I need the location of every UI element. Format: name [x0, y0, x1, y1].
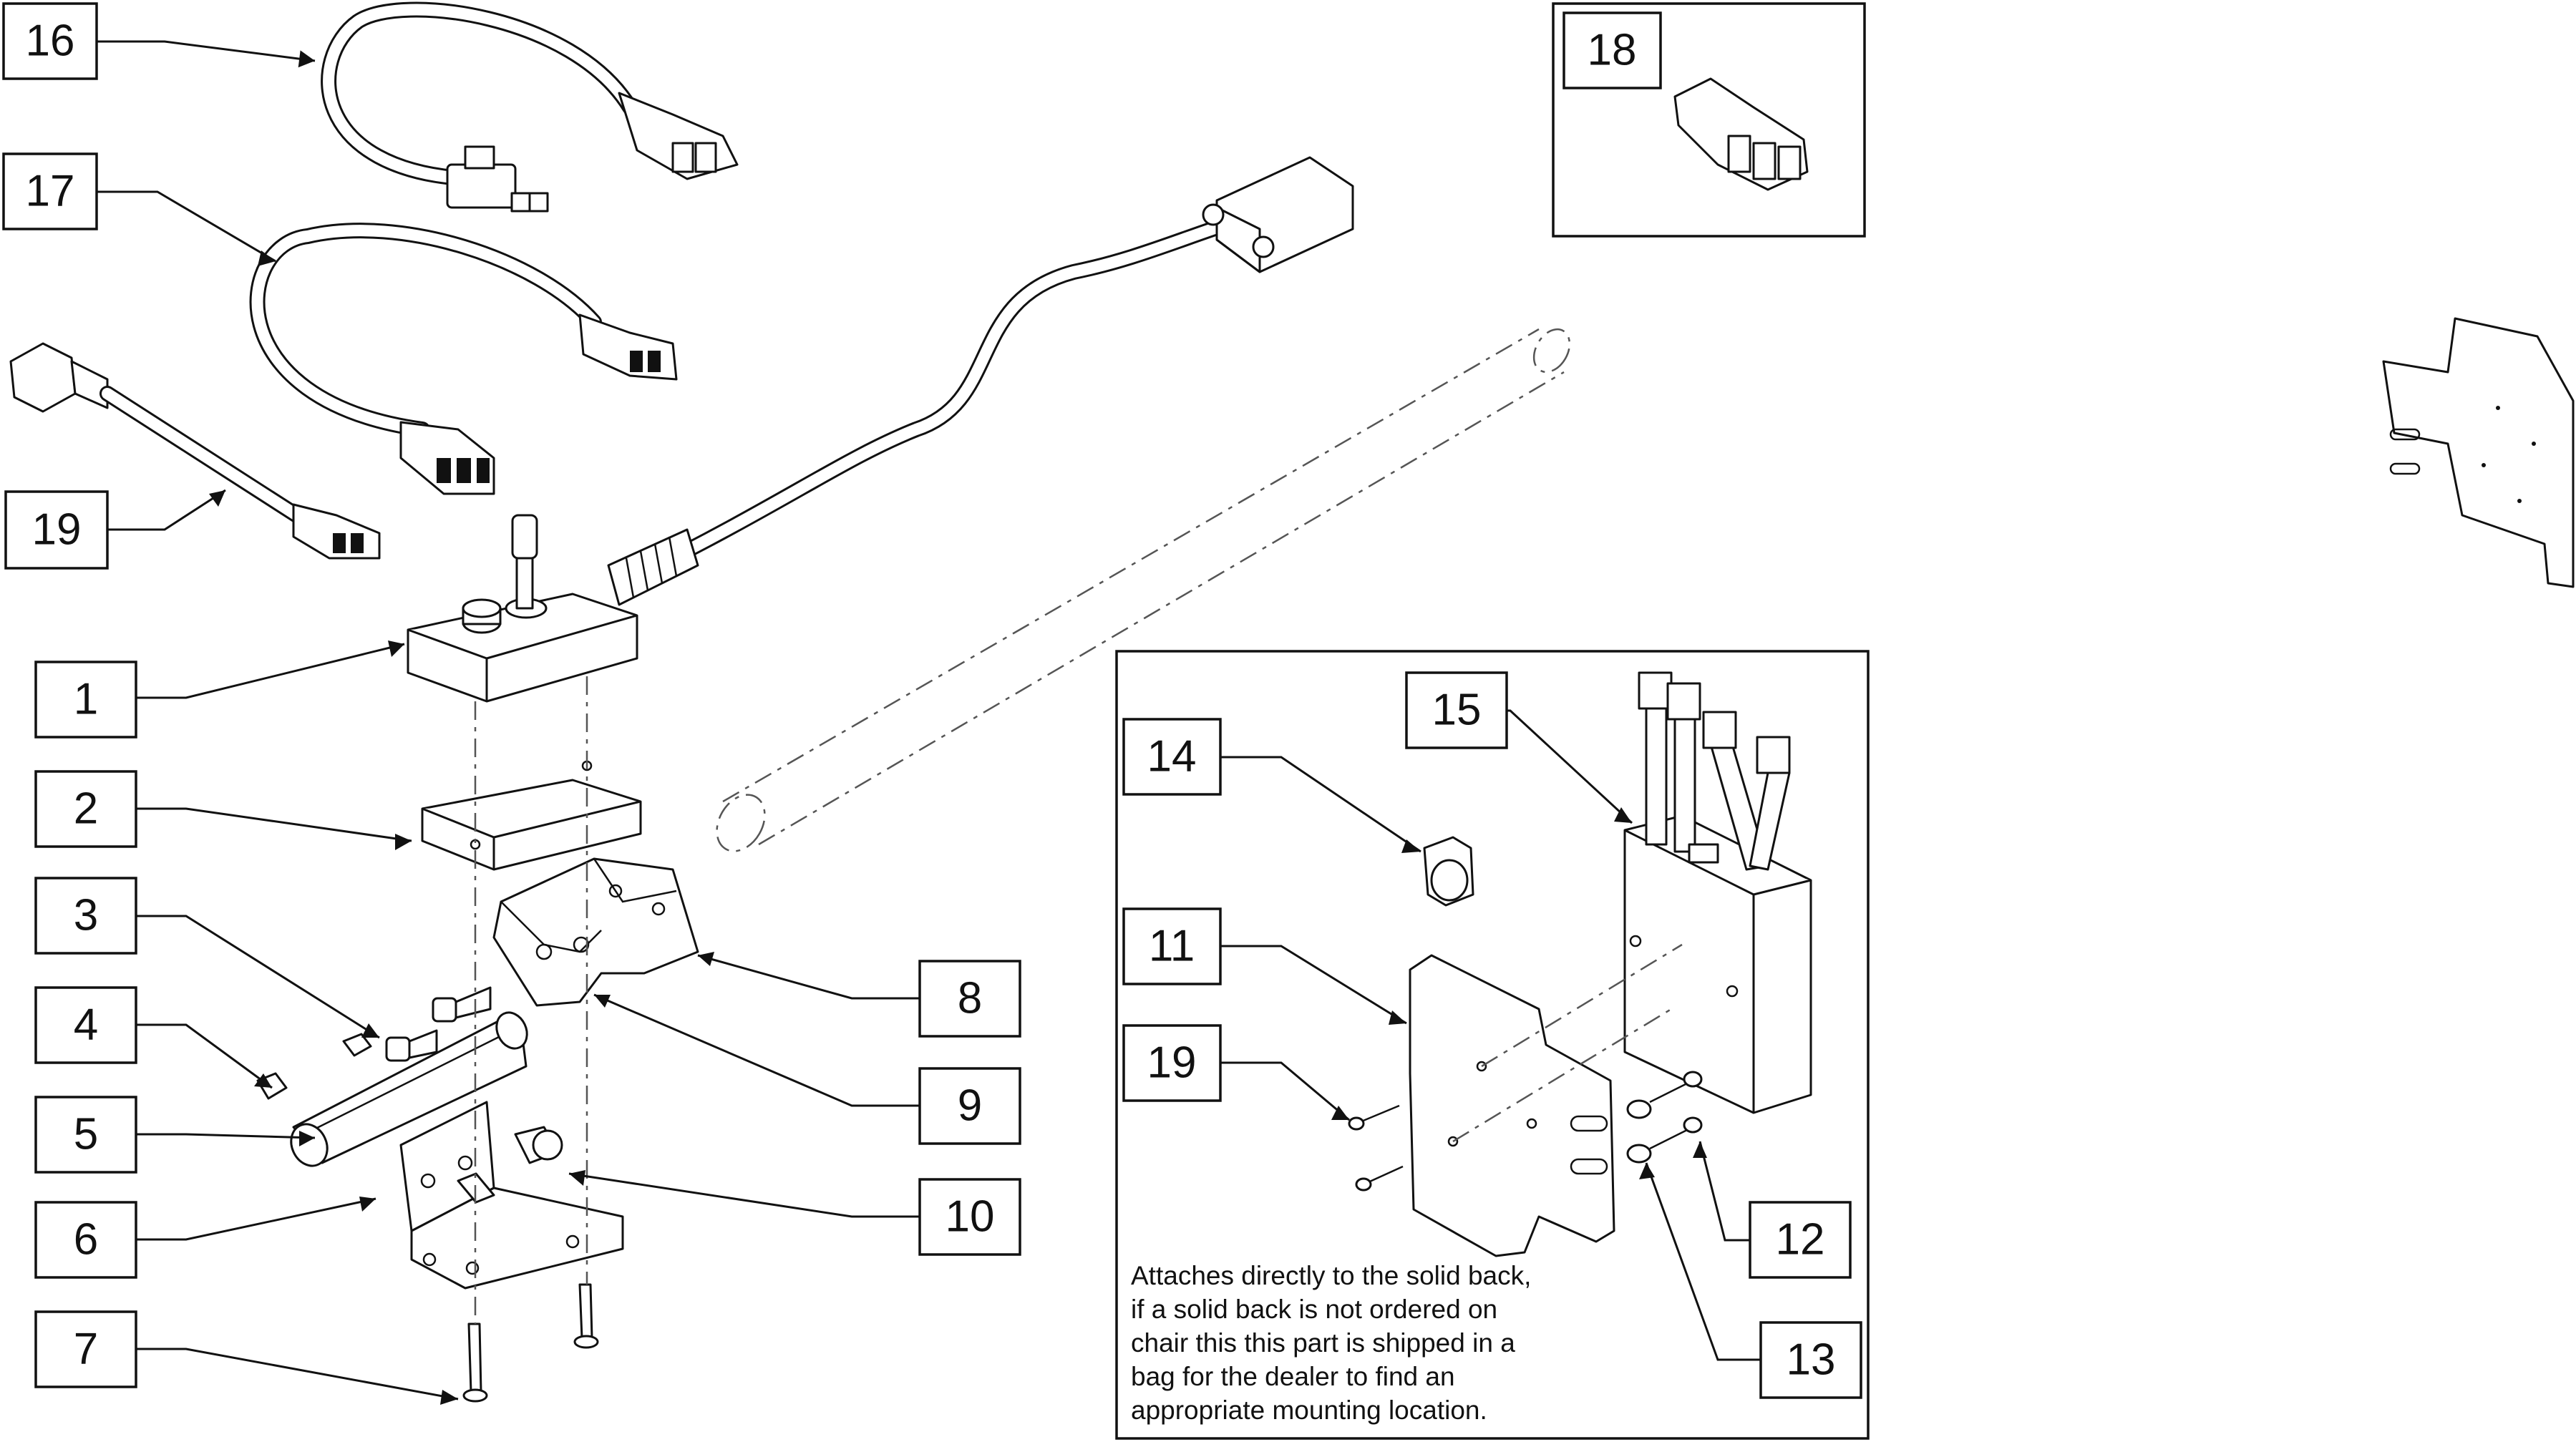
- screw-7-icon: [462, 1283, 599, 1403]
- callout-13-label: 13: [1787, 1335, 1836, 1385]
- callout-11-label: 11: [1149, 922, 1195, 971]
- joystick-icon: [407, 514, 638, 703]
- callout-2: 2: [34, 770, 137, 848]
- callout-14: 14: [1122, 718, 1222, 796]
- bracket-icon: [399, 1101, 624, 1290]
- callout-3-label: 3: [74, 891, 98, 940]
- callout-14-label: 14: [1147, 732, 1197, 781]
- callout-10: 10: [918, 1178, 1021, 1256]
- detail-module-frame: [1115, 650, 1870, 1440]
- callout-16-label: 16: [26, 16, 75, 66]
- callout-7-label: 7: [74, 1325, 98, 1374]
- callout-18: 18: [1562, 11, 1662, 89]
- tube-outline-icon: [716, 328, 1571, 852]
- plate-right-icon: [2382, 317, 2575, 588]
- note-line-4: bag for the dealer to find an: [1131, 1362, 1455, 1391]
- callout-5-label: 5: [74, 1110, 98, 1159]
- clip-icon: [1423, 836, 1474, 907]
- cable-17-icon: [249, 223, 678, 495]
- callout-9: 9: [918, 1067, 1021, 1145]
- callout-3: 3: [34, 877, 137, 955]
- mounting-note: Attaches directly to the solid back, if …: [1131, 1261, 1531, 1425]
- callout-19-right-label: 19: [1147, 1038, 1197, 1088]
- callout-8-label: 8: [958, 974, 982, 1023]
- callout-11: 11: [1122, 907, 1222, 985]
- callout-18-label: 18: [1588, 26, 1637, 75]
- hinge-rod-icon: [256, 1011, 528, 1167]
- callout-4-label: 4: [74, 1000, 98, 1050]
- cable-16-icon: [321, 1, 739, 213]
- callout-7: 7: [34, 1310, 137, 1388]
- callout-1-label: 1: [74, 675, 98, 724]
- callout-19-left-label: 19: [32, 505, 82, 555]
- assembly-guides: [474, 676, 588, 1324]
- module-guides: [1452, 943, 1683, 1143]
- callout-16: 16: [2, 2, 98, 80]
- detail-18-frame: [1552, 2, 1866, 238]
- callout-9-label: 9: [958, 1081, 982, 1131]
- callout-19-right: 19: [1122, 1024, 1222, 1102]
- callout-4: 4: [34, 986, 137, 1064]
- callout-17-label: 17: [26, 167, 75, 216]
- screw-12-icon: [1649, 1071, 1703, 1150]
- callout-5: 5: [34, 1096, 137, 1174]
- callout-8: 8: [918, 960, 1021, 1038]
- cable-19-icon: [9, 342, 381, 560]
- callout-12-label: 12: [1776, 1215, 1825, 1265]
- callout-6-label: 6: [74, 1215, 98, 1265]
- callout-19-left: 19: [4, 490, 109, 570]
- pad-icon: [421, 760, 642, 871]
- module-icon: [1623, 671, 1812, 1114]
- leader-lines: [97, 40, 1779, 1400]
- washer-13-icon: [1626, 1099, 1652, 1164]
- callout-15: 15: [1405, 671, 1508, 749]
- plate-11-icon: [1409, 954, 1615, 1257]
- callout-13: 13: [1759, 1321, 1862, 1399]
- arrowheads: [209, 50, 1707, 1405]
- callout-17: 17: [2, 152, 98, 230]
- note-line-5: appropriate mounting location.: [1131, 1395, 1487, 1425]
- joystick-cable-icon: [607, 156, 1354, 606]
- screw-19-icon: [1348, 1104, 1404, 1192]
- callout-1: 1: [34, 661, 137, 739]
- callout-15-label: 15: [1432, 686, 1482, 735]
- note-line-2: if a solid back is not ordered on: [1131, 1295, 1497, 1324]
- callout-12: 12: [1749, 1201, 1852, 1279]
- callout-2-label: 2: [74, 784, 98, 834]
- note-line-1: Attaches directly to the solid back,: [1131, 1261, 1531, 1290]
- callout-6: 6: [34, 1201, 137, 1279]
- note-line-3: chair this this part is shipped in a: [1131, 1328, 1515, 1358]
- screw-3-icon: [385, 986, 492, 1062]
- callout-10-label: 10: [946, 1192, 995, 1242]
- connector-18-icon: [1673, 77, 1809, 191]
- clamp-icon: [492, 857, 699, 1007]
